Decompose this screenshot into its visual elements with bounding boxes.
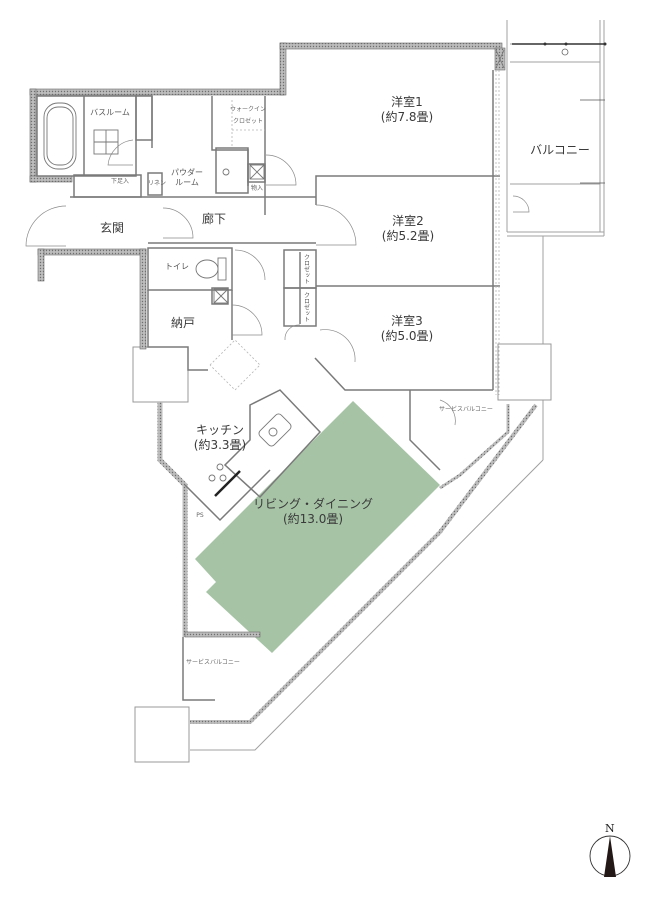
room-name-line2: クロゼット <box>232 118 263 125</box>
toilet-label: トイレ <box>162 262 192 272</box>
fixture-label: 物入 <box>250 185 263 192</box>
room-name: リビング・ダイニング <box>252 497 373 511</box>
closet-a-label: クロゼット <box>302 254 310 284</box>
compass-north-label: N <box>605 822 615 835</box>
room-name: サービスバルコニー <box>439 406 493 413</box>
room-name-line1: ウォークイン <box>229 106 266 113</box>
shoe-storage-label: 下足入 <box>108 178 132 186</box>
fixture-label: 下足入 <box>110 178 129 185</box>
room-western-3-label: 洋室3 (約5.0畳) <box>370 314 444 344</box>
window-lines <box>209 70 500 395</box>
room-size: (約7.8畳) <box>380 110 434 124</box>
room-name-line2: ルーム <box>175 178 199 187</box>
small-closet-label: 物入 <box>249 185 265 193</box>
fixture-label: PS <box>196 512 204 519</box>
storage-label: 納戸 <box>165 316 201 331</box>
toilet-icon <box>195 259 219 279</box>
room-name: 廊下 <box>201 212 226 226</box>
room-name: トイレ <box>165 262 189 271</box>
fixture-label: リネン <box>148 180 167 187</box>
stove-icon <box>208 463 241 497</box>
exterior-walls <box>29 42 538 724</box>
interior-walls <box>36 70 500 701</box>
closet-b-label: クロゼット <box>302 292 310 322</box>
room-western-1-label: 洋室1 (約7.8畳) <box>372 95 442 125</box>
living-dining-label: リビング・ダイニング (約13.0畳) <box>248 497 378 527</box>
north-compass-icon <box>589 835 631 877</box>
room-size: (約3.3畳) <box>193 438 247 452</box>
room-name: 玄関 <box>99 221 124 235</box>
room-name: バスルーム <box>90 108 130 117</box>
service-balcony-west-label: サービスバルコニー <box>178 659 248 667</box>
room-name: キッチン <box>195 423 244 437</box>
entrance-label: 玄関 <box>94 221 130 236</box>
sink-icon <box>258 413 292 447</box>
room-size: (約5.0畳) <box>380 329 434 343</box>
room-name: サービスバルコニー <box>186 659 240 666</box>
linen-label: リネン <box>148 180 166 188</box>
washbasin-icon <box>222 168 230 176</box>
room-name: クロゼット <box>302 254 310 284</box>
walk-in-closet-label: ウォークイン クロゼット <box>228 104 268 128</box>
room-name: バルコニー <box>530 143 590 157</box>
service-balcony-east-label: サービスバルコニー <box>426 406 506 414</box>
powder-room-label: パウダー ルーム <box>167 168 207 188</box>
room-name: 納戸 <box>170 316 195 330</box>
room-name: 洋室1 <box>391 95 423 109</box>
exterior-outline <box>190 20 605 751</box>
room-size: (約5.2畳) <box>381 229 435 243</box>
pipe-shaft-icon <box>213 49 505 304</box>
living-dining-area <box>195 401 440 653</box>
balcony-label: バルコニー <box>523 143 597 158</box>
kitchen-label: キッチン (約3.3畳) <box>182 423 258 453</box>
structural-columns <box>132 343 552 763</box>
room-name-line1: パウダー <box>171 168 203 177</box>
bathroom-label: バスルーム <box>86 108 134 118</box>
room-name: 洋室2 <box>392 214 424 228</box>
door-swings <box>25 139 530 426</box>
balcony-rail <box>512 42 607 184</box>
bathtub-icon <box>43 102 77 170</box>
room-name: 洋室3 <box>391 314 423 328</box>
ps-label: PS <box>193 512 207 520</box>
room-name: クロゼット <box>302 292 310 322</box>
compass-letter: N <box>605 822 615 835</box>
room-size: (約13.0畳) <box>282 512 344 526</box>
fixtures <box>43 49 505 497</box>
hallway-label: 廊下 <box>196 212 232 227</box>
room-western-2-label: 洋室2 (約5.2畳) <box>372 214 444 244</box>
